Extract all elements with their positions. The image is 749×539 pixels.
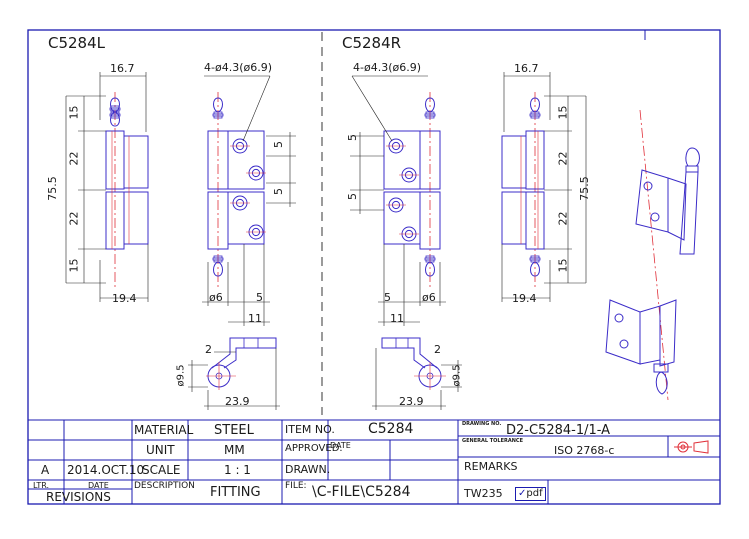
dim-thickness-left: 2 (205, 343, 212, 356)
dim-seg-bottom-right: 15 (556, 258, 570, 273)
dim-seg-b-right: 22 (556, 211, 570, 226)
approved-date-label: DATE (330, 441, 351, 450)
approved-label: APPROVED. (285, 443, 343, 454)
hinge-right-front-view (501, 72, 587, 302)
pdf-label: pdf (526, 488, 543, 499)
dim-leaf-width-right: 11 (390, 312, 404, 325)
dim-holes-left: 4-ø4.3(ø6.9) (204, 61, 272, 74)
dim-leaf-offset-right: 5 (384, 291, 391, 304)
title-block (28, 419, 720, 504)
hinge-right-side-view (350, 75, 446, 326)
hinge-left-side-view (202, 75, 296, 326)
dim-holes-right: 4-ø4.3(ø6.9) (353, 61, 421, 74)
drawn-label: DRAWN. (285, 463, 331, 476)
dim-leaf-width-left: 11 (248, 312, 262, 325)
material-value: STEEL (214, 423, 254, 438)
dim-seg-bottom-left: 15 (67, 258, 81, 273)
dim-eye-len-left: 23.9 (225, 395, 250, 408)
dim-width-top-left: 16.7 (110, 62, 135, 75)
description-label: DESCRIPTION (134, 481, 195, 491)
unit-label: UNIT (146, 443, 175, 457)
dim-hole-gap-left-1: 5 (272, 141, 285, 148)
dim-overall-height-left: 75.5 (45, 176, 59, 201)
scale-label: SCALE (142, 463, 181, 477)
item-label: ITEM NO. (285, 423, 335, 436)
dim-thickness-right: 2 (434, 343, 441, 356)
hinge-right-top-view (372, 337, 462, 410)
ltr-label: LTR. (33, 481, 50, 490)
dim-pin-dia-left: ø6 (209, 291, 223, 304)
revision-letter: A (41, 463, 50, 477)
scale-value: 1 : 1 (224, 463, 251, 477)
drawing-no-label: DRAWING NO. (462, 421, 502, 427)
dim-seg-a-right: 22 (556, 151, 570, 166)
dim-base-width-right: 19.4 (512, 292, 537, 305)
dim-leaf-offset-left: 5 (256, 291, 263, 304)
material-label: MATERIAL (134, 423, 194, 437)
date-label: DATE (88, 481, 109, 490)
dim-base-width-left: 19.4 (112, 292, 137, 305)
dim-eye-dia-left: ø9.5 (175, 364, 187, 387)
revisions-label: REVISIONS (46, 490, 111, 504)
drawing-no-value: D2-C5284-1/1-A (506, 423, 611, 438)
revision-date: 2014.OCT.10 (67, 463, 145, 477)
dim-seg-a-left: 22 (67, 151, 81, 166)
sheet-border (27, 29, 721, 505)
unit-value: MM (224, 443, 245, 457)
description-value: FITTING (210, 485, 261, 500)
item-value: C5284 (368, 421, 414, 437)
dim-width-top-right: 16.7 (514, 62, 539, 75)
dim-eye-len-right: 23.9 (399, 395, 424, 408)
file-label: FILE: (285, 481, 307, 491)
pdf-checkbox[interactable]: ✓pdf (515, 487, 546, 501)
projection-symbol-icon (674, 440, 709, 454)
dim-hole-gap-right-2: 5 (346, 193, 359, 200)
dim-eye-dia-right: ø9.5 (451, 364, 463, 387)
dim-hole-gap-right-1: 5 (346, 134, 359, 141)
tolerance-value: ISO 2768-c (554, 444, 615, 457)
hinge-left-front-view (65, 72, 149, 302)
dim-seg-top-right: 15 (556, 105, 570, 120)
remarks-label: REMARKS (464, 460, 518, 473)
remarks-value: TW235 (464, 487, 503, 500)
dim-seg-top-left: 15 (67, 105, 81, 120)
tolerance-label: GENERAL TOLERANCE (462, 438, 524, 444)
view-title-right: C5284R (342, 34, 402, 52)
hinge-isometric-sketch (605, 109, 700, 401)
hinge-left-top-view (188, 337, 280, 410)
dim-overall-height-right: 75.5 (577, 176, 591, 201)
dim-hole-gap-left-2: 5 (272, 188, 285, 195)
dim-pin-dia-right: ø6 (422, 291, 436, 304)
view-title-left: C5284L (48, 34, 106, 52)
dim-seg-b-left: 22 (67, 211, 81, 226)
checkbox-icon: ✓ (518, 488, 527, 499)
file-value: \C-FILE\C5284 (312, 484, 411, 500)
